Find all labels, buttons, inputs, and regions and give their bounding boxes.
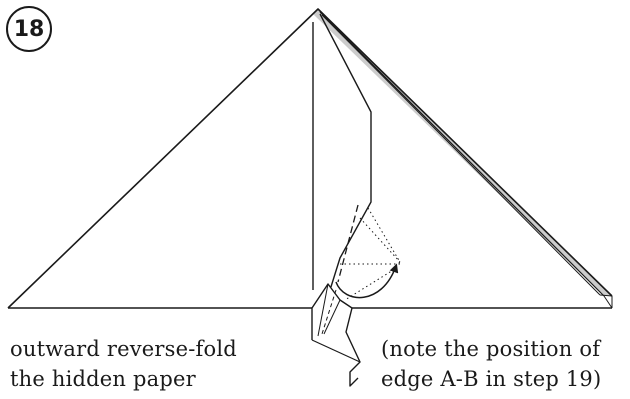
base-right-slant: [603, 295, 613, 309]
instruction-line-1: outward reverse-fold: [10, 337, 237, 361]
inner-flap-outline: [319, 13, 372, 291]
lower-flap-outline: [311, 283, 361, 387]
step-number-badge: 18: [6, 6, 52, 52]
paper-outline: [7, 8, 613, 309]
hidden-flap-dotted-inner: [359, 217, 401, 263]
lower-flap-dashed: [321, 289, 337, 335]
lower-flap-crease: [317, 283, 329, 337]
instruction-caption: outward reverse-fold the hidden paper: [10, 334, 237, 394]
layer-edge-3: [599, 294, 613, 297]
instruction-line-2: the hidden paper: [10, 367, 196, 391]
reverse-fold-arrow: [335, 263, 399, 299]
lower-flap-crease-2: [323, 299, 341, 335]
step-number: 18: [13, 16, 45, 42]
valley-fold-dashed: [337, 204, 359, 283]
layer-edge-2: [321, 14, 601, 296]
note-line-1: (note the position of: [381, 337, 601, 361]
note-caption: (note the position of edge A-B in step 1…: [381, 334, 601, 394]
note-line-2: edge A-B in step 19): [381, 367, 602, 391]
lower-flap-edge: [311, 339, 361, 363]
layer-edge-1: [319, 11, 605, 297]
